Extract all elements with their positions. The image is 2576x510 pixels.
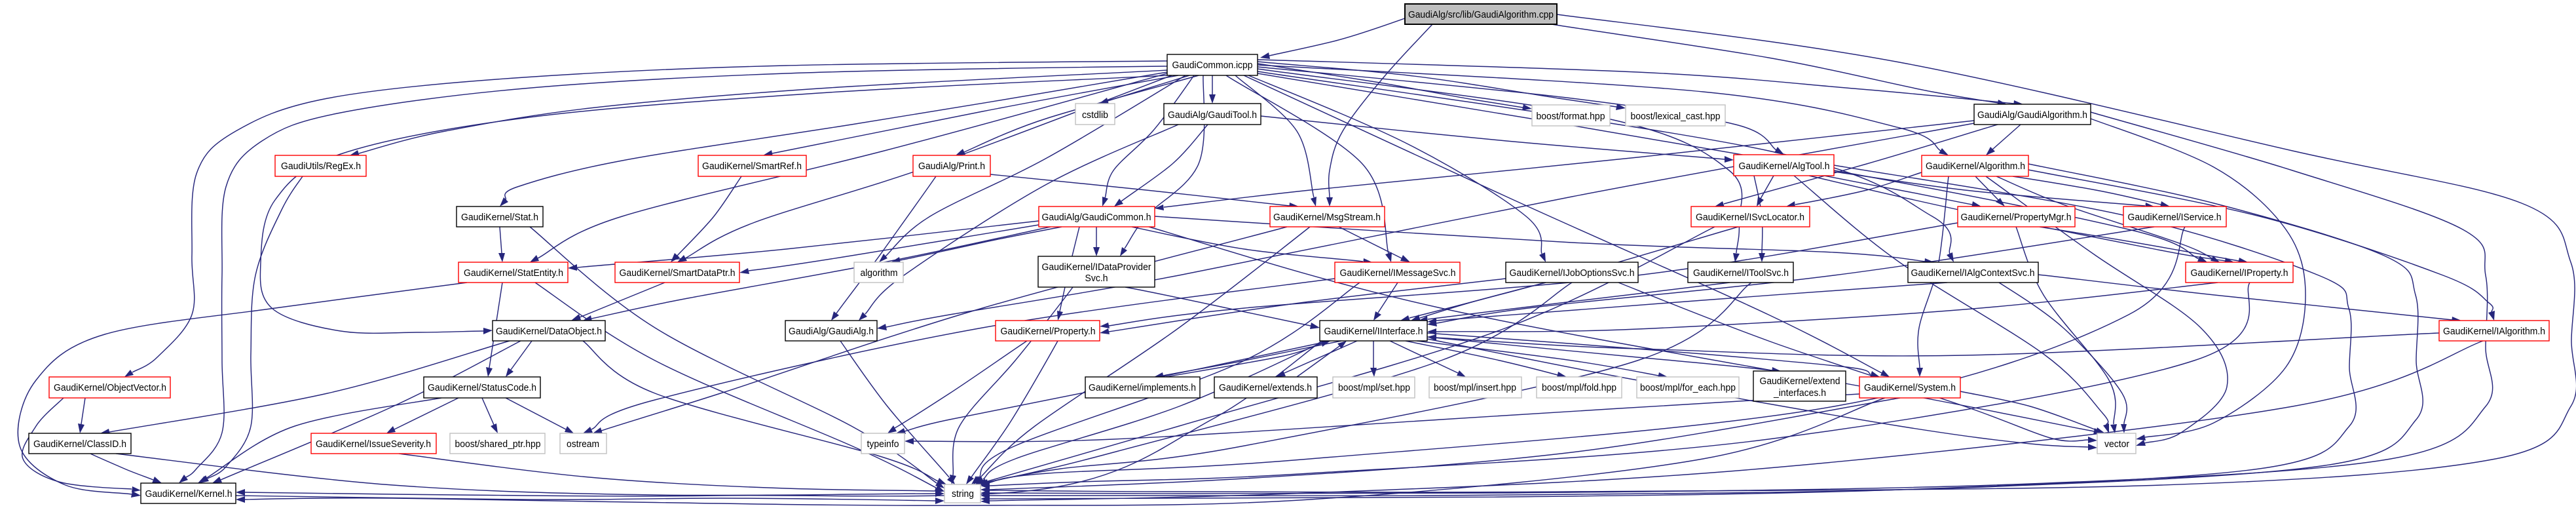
svg-text:GaudiKernel/ClassID.h: GaudiKernel/ClassID.h (33, 439, 126, 450)
svg-text:GaudiKernel/extend: GaudiKernel/extend (1760, 376, 1840, 387)
svg-text:_interfaces.h: _interfaces.h (1773, 387, 1826, 399)
svg-text:GaudiKernel/SmartRef.h: GaudiKernel/SmartRef.h (702, 161, 802, 172)
svg-text:GaudiKernel/extends.h: GaudiKernel/extends.h (1219, 382, 1312, 393)
svg-text:GaudiKernel/PropertyMgr.h: GaudiKernel/PropertyMgr.h (1961, 212, 2072, 223)
svg-text:GaudiKernel/IDataProvider: GaudiKernel/IDataProvider (1042, 262, 1151, 273)
svg-text:GaudiKernel/System.h: GaudiKernel/System.h (1864, 382, 1956, 393)
svg-text:GaudiAlg/GaudiAlgorithm.h: GaudiAlg/GaudiAlgorithm.h (1977, 109, 2087, 121)
svg-text:GaudiKernel/DataObject.h: GaudiKernel/DataObject.h (496, 326, 602, 337)
svg-text:typeinfo: typeinfo (867, 439, 899, 450)
svg-text:GaudiKernel/IProperty.h: GaudiKernel/IProperty.h (2191, 267, 2288, 279)
svg-text:GaudiKernel/Algorithm.h: GaudiKernel/Algorithm.h (1926, 161, 2025, 172)
svg-text:GaudiAlg/GaudiCommon.h: GaudiAlg/GaudiCommon.h (1042, 212, 1151, 223)
svg-text:ostream: ostream (567, 439, 599, 450)
svg-text:GaudiKernel/IssueSeverity.h: GaudiKernel/IssueSeverity.h (316, 439, 431, 450)
svg-text:boost/lexical_cast.hpp: boost/lexical_cast.hpp (1631, 111, 1721, 122)
svg-text:algorithm: algorithm (861, 267, 898, 279)
svg-text:GaudiKernel/IToolSvc.h: GaudiKernel/IToolSvc.h (1693, 267, 1789, 279)
svg-text:boost/shared_ptr.hpp: boost/shared_ptr.hpp (455, 439, 541, 450)
svg-text:GaudiKernel/MsgStream.h: GaudiKernel/MsgStream.h (1273, 212, 1381, 223)
svg-text:GaudiKernel/IMessageSvc.h: GaudiKernel/IMessageSvc.h (1340, 267, 1456, 279)
svg-text:GaudiAlg/src/lib/GaudiAlgorith: GaudiAlg/src/lib/GaudiAlgorithm.cpp (1408, 9, 1554, 20)
svg-text:GaudiKernel/StatEntity.h: GaudiKernel/StatEntity.h (464, 267, 563, 279)
svg-text:GaudiKernel/ISvcLocator.h: GaudiKernel/ISvcLocator.h (1696, 212, 1804, 223)
svg-text:GaudiKernel/IAlgContextSvc.h: GaudiKernel/IAlgContextSvc.h (1911, 267, 2035, 279)
svg-text:string: string (952, 488, 974, 500)
svg-text:boost/mpl/for_each.hpp: boost/mpl/for_each.hpp (1640, 382, 1736, 393)
svg-text:GaudiUtils/RegEx.h: GaudiUtils/RegEx.h (281, 161, 361, 172)
svg-text:GaudiAlg/Print.h: GaudiAlg/Print.h (918, 161, 985, 172)
svg-text:GaudiAlg/GaudiTool.h: GaudiAlg/GaudiTool.h (1168, 109, 1257, 121)
svg-text:boost/mpl/fold.hpp: boost/mpl/fold.hpp (1542, 382, 1616, 393)
svg-text:GaudiKernel/ObjectVector.h: GaudiKernel/ObjectVector.h (54, 382, 166, 393)
svg-text:GaudiCommon.icpp: GaudiCommon.icpp (1172, 60, 1253, 71)
svg-text:vector: vector (2104, 439, 2129, 450)
svg-text:boost/format.hpp: boost/format.hpp (1537, 111, 1605, 122)
svg-text:boost/mpl/set.hpp: boost/mpl/set.hpp (1338, 382, 1410, 393)
svg-text:GaudiKernel/Property.h: GaudiKernel/Property.h (1001, 326, 1096, 337)
svg-text:GaudiKernel/Kernel.h: GaudiKernel/Kernel.h (145, 488, 233, 500)
svg-text:GaudiAlg/GaudiAlg.h: GaudiAlg/GaudiAlg.h (789, 326, 874, 337)
svg-text:GaudiKernel/AlgTool.h: GaudiKernel/AlgTool.h (1739, 161, 1830, 172)
svg-text:Svc.h: Svc.h (1085, 273, 1108, 284)
svg-text:GaudiKernel/SmartDataPtr.h: GaudiKernel/SmartDataPtr.h (620, 267, 736, 279)
svg-text:cstdlib: cstdlib (1082, 109, 1108, 121)
svg-text:GaudiKernel/Stat.h: GaudiKernel/Stat.h (461, 212, 538, 223)
svg-text:GaudiKernel/implements.h: GaudiKernel/implements.h (1089, 382, 1196, 393)
svg-text:GaudiKernel/IService.h: GaudiKernel/IService.h (2128, 212, 2222, 223)
svg-text:GaudiKernel/IInterface.h: GaudiKernel/IInterface.h (1324, 326, 1423, 337)
svg-text:GaudiKernel/IAlgorithm.h: GaudiKernel/IAlgorithm.h (2443, 326, 2545, 337)
svg-text:GaudiKernel/StatusCode.h: GaudiKernel/StatusCode.h (428, 382, 536, 393)
svg-text:GaudiKernel/IJobOptionsSvc.h: GaudiKernel/IJobOptionsSvc.h (1510, 267, 1635, 279)
svg-text:boost/mpl/insert.hpp: boost/mpl/insert.hpp (1434, 382, 1516, 393)
